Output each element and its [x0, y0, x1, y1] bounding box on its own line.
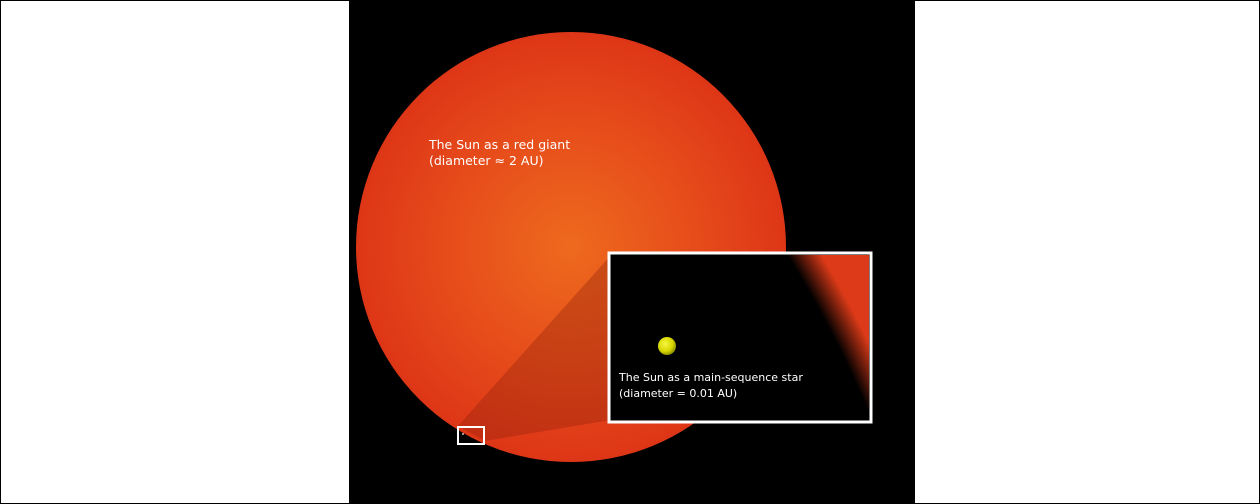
zoom-cone — [458, 255, 611, 441]
red-giant-label-line1: The Sun as a red giant — [428, 137, 570, 152]
red-giant-limb — [611, 255, 869, 420]
sun-size-comparison-diagram: The Sun as a red giant (diameter ≈ 2 AU)… — [349, 1, 915, 503]
inset-panel: The Sun as a main-sequence star (diamete… — [607, 251, 873, 424]
zoom-region-marker — [457, 426, 485, 445]
tiny-sun-marker — [462, 433, 464, 435]
main-sequence-sun — [658, 337, 676, 355]
red-giant-label-line2: (diameter ≈ 2 AU) — [429, 153, 543, 168]
diagram-canvas: The Sun as a red giant (diameter ≈ 2 AU)… — [349, 1, 915, 503]
main-sequence-label-line1: The Sun as a main-sequence star — [618, 371, 803, 384]
main-sequence-label-line2: (diameter = 0.01 AU) — [619, 387, 737, 400]
inset-border — [607, 251, 873, 424]
